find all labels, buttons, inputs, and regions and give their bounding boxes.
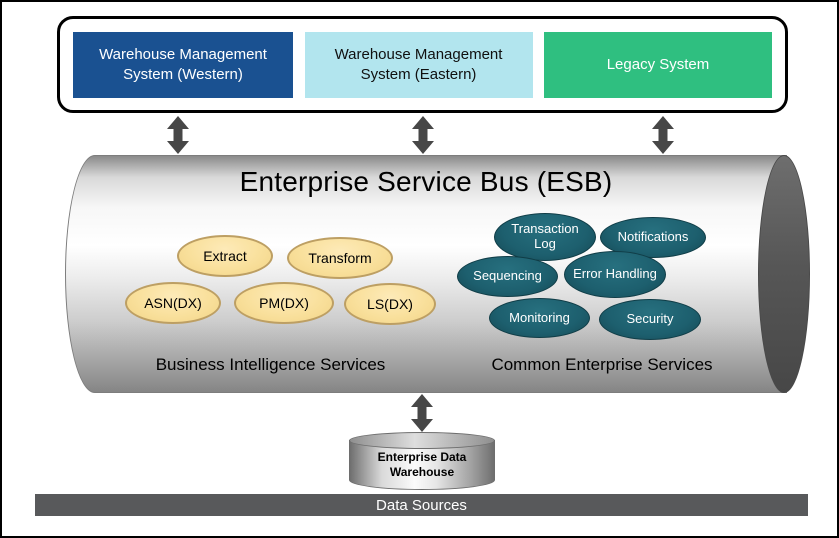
common-services-label: Common Enterprise Services bbox=[491, 355, 713, 374]
notifications-ellipse: Notifications bbox=[600, 217, 706, 258]
double-arrow-icon bbox=[652, 116, 674, 154]
esb-title: Enterprise Service Bus (ESB) bbox=[239, 166, 613, 197]
data-sources-bar: Data Sources bbox=[35, 494, 808, 516]
esb-cylinder: Enterprise Service Bus (ESB) Extract Tra… bbox=[65, 155, 810, 393]
arrow-esb-data-warehouse bbox=[411, 394, 433, 432]
security-ellipse: Security bbox=[599, 299, 701, 340]
db-cylinder-top bbox=[349, 432, 495, 449]
arrow-wms-western-esb bbox=[167, 116, 189, 154]
sequencing-ellipse: Sequencing bbox=[457, 256, 558, 297]
error-handling-ellipse: Error Handling bbox=[564, 251, 666, 298]
transaction-log-ellipse: Transaction Log bbox=[494, 213, 596, 261]
wms-western-box: Warehouse Management System (Western) bbox=[73, 31, 293, 98]
ls-dx-ellipse: LS(DX) bbox=[344, 283, 436, 325]
double-arrow-icon bbox=[412, 116, 434, 154]
enterprise-data-warehouse-cylinder: Enterprise Data Warehouse bbox=[349, 432, 495, 490]
transform-ellipse: Transform bbox=[287, 237, 393, 279]
esb-cylinder-endcap bbox=[758, 155, 810, 393]
wms-eastern-box: Warehouse Management System (Eastern) bbox=[304, 31, 533, 98]
double-arrow-icon bbox=[411, 394, 433, 432]
legacy-system-box: Legacy System bbox=[544, 31, 772, 98]
bi-services-label: Business Intelligence Services bbox=[155, 355, 386, 374]
esb-cylinder-body bbox=[65, 155, 787, 393]
extract-ellipse: Extract bbox=[177, 235, 273, 277]
double-arrow-icon bbox=[167, 116, 189, 154]
enterprise-data-warehouse-label: Enterprise Data Warehouse bbox=[377, 450, 467, 479]
top-systems-container: Warehouse Management System (Western) Wa… bbox=[57, 16, 788, 113]
arrow-legacy-esb bbox=[652, 116, 674, 154]
asn-dx-ellipse: ASN(DX) bbox=[125, 282, 221, 324]
pm-dx-ellipse: PM(DX) bbox=[234, 282, 334, 324]
monitoring-ellipse: Monitoring bbox=[489, 298, 590, 338]
arrow-wms-eastern-esb bbox=[412, 116, 434, 154]
